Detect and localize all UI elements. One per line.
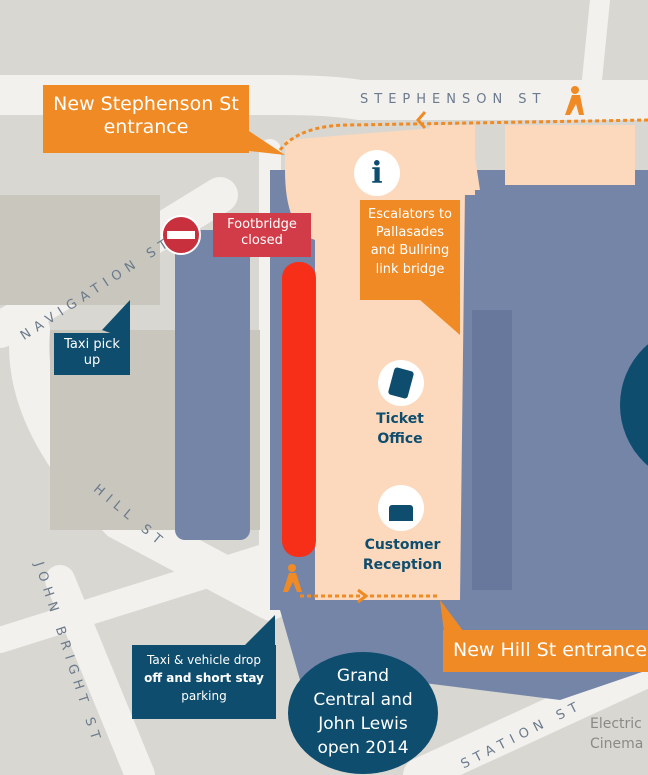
closed-route-highlight — [282, 262, 316, 557]
footbridge-closed-label: Footbridge closed — [213, 213, 311, 257]
taxi-pickup-label: Taxi pick up — [54, 333, 130, 375]
ticket-machine-icon — [378, 360, 424, 406]
information-icon[interactable]: i — [354, 150, 400, 196]
landmark-circle — [620, 344, 648, 466]
pedestrian-icon — [565, 86, 584, 115]
new-hill-entrance-callout: New Hill St entrance — [443, 630, 648, 672]
customer-reception-icon — [378, 485, 424, 531]
ticket-office-label[interactable]: Ticket Office — [376, 411, 424, 447]
arrow-right-icon — [357, 588, 369, 604]
pedestrian-icon — [283, 564, 302, 592]
taxi-drop-off-label: Taxi & vehicle drop off and short stay p… — [132, 645, 276, 719]
arrow-left-icon — [416, 111, 427, 129]
electric-cinema-label: Electric Cinema — [590, 716, 644, 752]
walking-route-stephenson — [278, 118, 648, 151]
callout-tail — [240, 125, 285, 155]
street-label-stephenson: STEPHENSON ST — [360, 92, 547, 107]
taxi-drop-line: Taxi & vehicle drop — [147, 653, 261, 667]
taxi-drop-line: parking — [181, 689, 227, 703]
escalators-callout: Escalators to Pallasades and Bullring li… — [360, 200, 460, 300]
customer-reception-label[interactable]: Customer Reception — [362, 537, 443, 573]
platform-building — [472, 310, 512, 590]
new-stephenson-entrance-callout: New Stephenson St entrance — [43, 85, 249, 153]
taxi-drop-line: off and short stay — [144, 671, 264, 685]
grand-central-badge: Grand Central and John Lewis open 2014 — [288, 652, 438, 774]
callout-tail — [420, 300, 460, 335]
rail-tracks — [0, 195, 160, 305]
no-entry-icon — [161, 215, 201, 255]
callout-tail — [102, 300, 130, 340]
